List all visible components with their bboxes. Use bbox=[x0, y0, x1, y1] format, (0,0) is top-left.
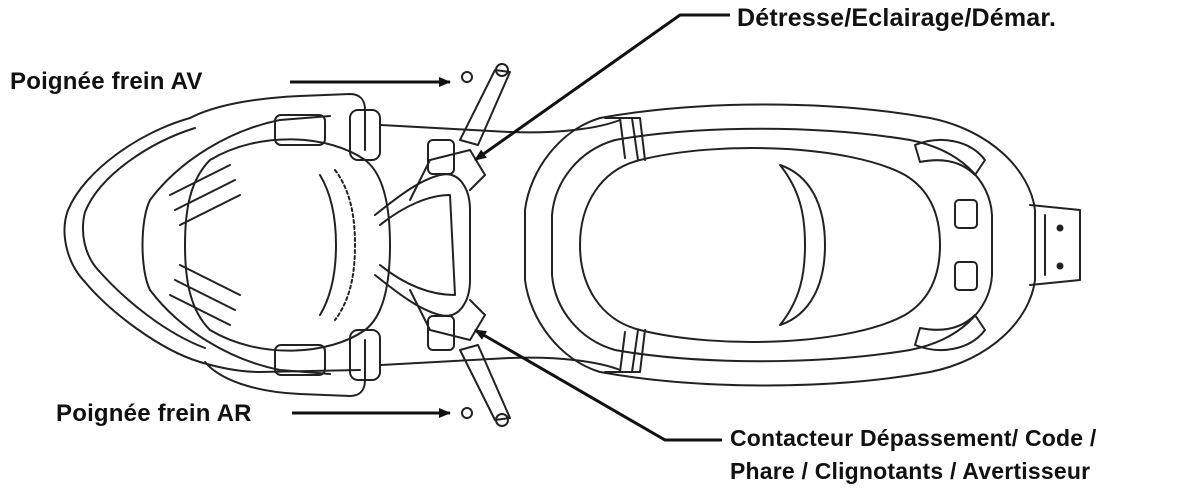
label-rear-brake-handle: Poignée frein AR bbox=[56, 400, 252, 427]
arrow-control-switch bbox=[474, 328, 722, 442]
seat-outline bbox=[579, 147, 941, 343]
label-control-switch-line1: Contacteur Dépassement/ Code / bbox=[730, 425, 1097, 451]
label-hazard-lighting-start: Détresse/Eclairage/Démar. bbox=[737, 4, 1057, 32]
front-fairing-left bbox=[189, 93, 366, 151]
label-front-brake-handle: Poignée frein AV bbox=[10, 68, 203, 95]
front-fairing-right bbox=[204, 339, 366, 397]
rear-body-outline bbox=[524, 103, 1036, 387]
rear-brake-lever bbox=[459, 344, 511, 421]
label-control-switch-line2: Phare / Clignotants / Avertisseur bbox=[730, 458, 1091, 484]
front-brake-lever bbox=[459, 69, 511, 146]
arrow-hazard-lighting bbox=[474, 13, 730, 162]
front-nose-outline bbox=[63, 117, 361, 373]
handlebar bbox=[374, 173, 471, 317]
tail-outline bbox=[1029, 204, 1081, 286]
